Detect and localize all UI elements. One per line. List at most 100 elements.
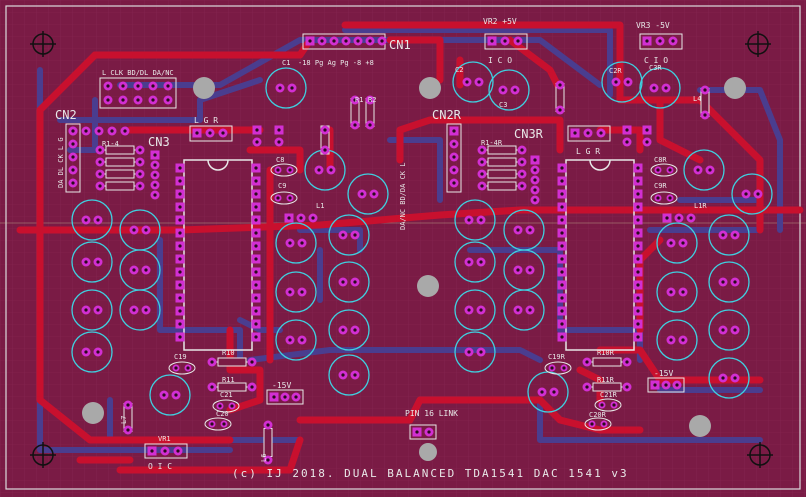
label-r10r: R10R	[597, 349, 614, 357]
resistor	[105, 157, 135, 167]
headers	[65, 33, 696, 459]
label-l7: L7	[120, 415, 128, 424]
label-c9: C9	[278, 182, 287, 190]
resistors	[95, 80, 710, 465]
label-c20r: C20R	[589, 411, 606, 419]
resistor	[263, 428, 273, 457]
label-m15v: -15V	[272, 381, 292, 390]
capacitor-outline	[275, 319, 317, 361]
capacitor-outline	[683, 149, 725, 191]
capacitor-outline	[149, 374, 191, 416]
label-cn2: CN2	[55, 108, 77, 122]
capacitor-outline	[71, 331, 113, 373]
label-vr2: VR2 +5V	[483, 17, 517, 26]
label-l1: L1	[316, 202, 325, 210]
capacitor-outline	[454, 331, 496, 373]
resistor	[105, 145, 135, 155]
capacitor-outline	[275, 222, 317, 264]
label-r2: R2	[368, 96, 377, 104]
capacitor-outline	[328, 354, 370, 396]
label-c19r: C19R	[548, 353, 565, 361]
label-r11: R11	[222, 376, 235, 384]
capacitors-large	[71, 61, 773, 416]
label-c21: C21	[220, 391, 233, 399]
resistor	[487, 145, 517, 155]
resistor	[105, 169, 135, 179]
capacitor-small	[584, 417, 612, 431]
mounting-holes	[82, 77, 746, 461]
resistor	[487, 169, 517, 179]
label-vr3: VR3 -5V	[636, 21, 670, 30]
label-c2: C2	[455, 66, 464, 74]
board-outline	[5, 5, 801, 490]
resistor	[105, 181, 135, 191]
capacitor-outline	[656, 222, 698, 264]
label-lgr-right: L G R	[576, 147, 601, 156]
label-l6: L6	[260, 453, 268, 462]
capacitor-small	[544, 361, 572, 375]
capacitor-small	[594, 398, 622, 412]
capacitor-outline	[656, 319, 698, 361]
resistor	[487, 157, 517, 167]
label-m15v-right: -15V	[654, 369, 674, 378]
capacitor-outline	[708, 214, 750, 256]
label-r10: R10	[222, 349, 235, 357]
label-r1-4r: R1-4R	[481, 139, 503, 147]
label-cn1-pins: -18 Pg Ag Pg -8 +8	[298, 59, 374, 67]
capacitor-outline	[265, 67, 307, 109]
label-cn1: CN1	[389, 38, 411, 52]
label-lgr-left: L G R	[194, 116, 219, 125]
capacitor-outline	[601, 61, 643, 103]
label-cn2-side: DA DL CK L G	[57, 137, 65, 188]
label-pin16-link: PIN 16 LINK	[405, 409, 458, 418]
capacitor-outline	[275, 271, 317, 313]
label-cn2r: CN2R	[432, 108, 461, 122]
capacitor-outline	[119, 289, 161, 331]
capacitor-small	[204, 417, 232, 431]
capacitor-outline	[708, 261, 750, 303]
label-cn3r: CN3R	[514, 127, 543, 141]
label-ico: I C O	[488, 56, 513, 65]
label-vr1: VR1	[158, 435, 171, 443]
capacitor-small	[650, 163, 678, 177]
label-cn2-header: L CLK BD/DL DA/NC	[102, 69, 174, 77]
capacitor-outline	[71, 289, 113, 331]
label-l1r: L1R	[694, 202, 707, 210]
label-r11r: R11R	[597, 376, 614, 384]
capacitor-outline	[488, 69, 530, 111]
label-oic: O I C	[148, 462, 173, 471]
capacitor-outline	[503, 289, 545, 331]
label-r1: R1	[355, 96, 364, 104]
label-c1: C1	[282, 59, 291, 67]
resistor	[592, 382, 622, 392]
capacitor-outline	[656, 271, 698, 313]
capacitor-outline	[452, 61, 494, 103]
capacitor-small	[270, 191, 298, 205]
label-cn3: CN3	[148, 135, 170, 149]
label-cio: C I O	[644, 56, 669, 65]
capacitor-outline	[71, 199, 113, 241]
capacitor-outline	[454, 199, 496, 241]
capacitors-small	[168, 163, 678, 431]
label-c8r: C8R	[654, 156, 667, 164]
label-c3: C3	[499, 101, 508, 109]
label-c21r: C21R	[600, 391, 617, 399]
capacitor-small	[212, 399, 240, 413]
capacitor-small	[270, 163, 298, 177]
label-c9r: C9R	[654, 182, 667, 190]
capacitor-outline	[454, 241, 496, 283]
label-c2r: C2R	[609, 67, 622, 75]
label-c3r: C3R	[649, 64, 662, 72]
capacitor-outline	[328, 261, 370, 303]
capacitor-outline	[639, 67, 681, 109]
label-c8: C8	[276, 156, 285, 164]
board-title: (c) IJ 2018. DUAL BALANCED TDA1541 DAC 1…	[232, 467, 629, 480]
resistor	[487, 181, 517, 191]
capacitor-outline	[731, 173, 773, 215]
capacitor-outline	[328, 309, 370, 351]
capacitor-outline	[328, 214, 370, 256]
label-c19: C19	[174, 353, 187, 361]
capacitor-outline	[71, 241, 113, 283]
capacitor-small	[650, 191, 678, 205]
